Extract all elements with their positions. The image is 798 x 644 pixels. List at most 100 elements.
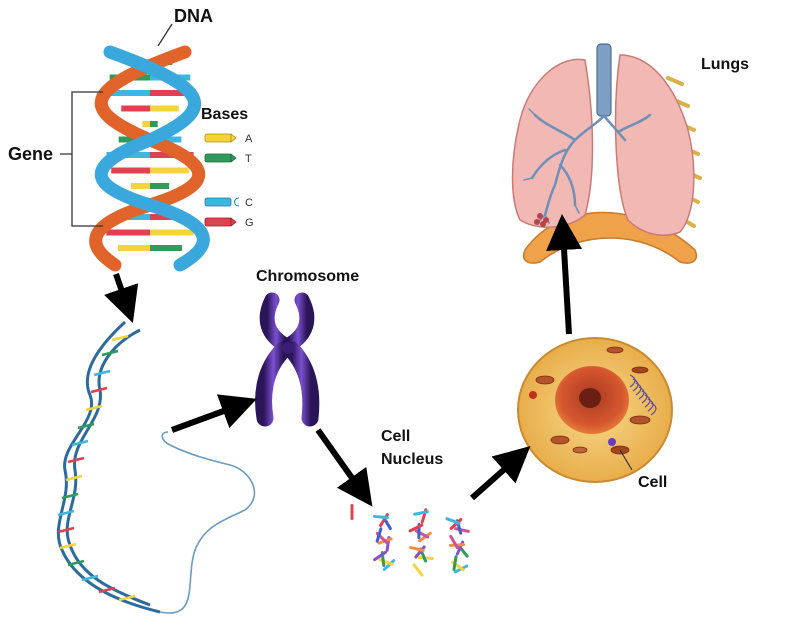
chromosome-arm-top-left [259,292,293,353]
spread-chromosome [452,555,458,571]
label-cell-nucleus-line2: Nucleus [381,451,444,468]
strand-rung [67,559,85,567]
spread-chromosome [350,504,354,520]
lungs [511,43,702,264]
base-chip-a [204,133,232,143]
helix-rung [150,245,182,251]
spread-chromosome [373,514,389,520]
helix-rung [118,245,150,251]
mitochondrion [535,375,555,385]
strand-rung [61,492,79,500]
chromosome-arm-bottom-right [283,341,320,427]
flow-arrows [104,214,583,507]
lung-left [511,58,594,228]
helix-strand-orange [89,45,205,272]
dna-helix [89,45,210,272]
strand-rung [57,509,75,517]
label-bases: Bases [201,106,249,123]
base-letter-a: A [245,133,253,145]
cell-organelles [529,346,657,455]
label-chromosome: Chromosome [256,268,360,285]
mitochondrion [606,346,624,354]
strand-rung [85,404,103,412]
chromosome-spread [350,504,470,577]
mitochondrion [550,435,570,445]
spread-chromosome [412,563,424,577]
spread-chromosome [413,510,429,516]
uncoiled-dna-rungs [57,334,136,602]
helix-rung [106,229,150,236]
helix-rung [111,167,150,174]
er-membrane [650,402,657,416]
strand-rung [59,542,77,550]
base-chip-t [204,153,232,163]
mitochondrion [631,366,649,374]
spread-chromosome [408,523,424,533]
uncoiled-dna-strand [56,320,256,614]
strand-rung [118,594,136,602]
helix-rung [150,167,189,174]
spread-chromosome [445,517,461,525]
helix-rung [150,90,193,96]
chromosome [255,292,320,427]
label-gene: Gene [8,144,54,164]
base-letter-c: C [245,197,253,209]
cell-leader-line [619,449,633,471]
base-letter-g: G [245,217,254,229]
spread-chromosome [418,556,434,560]
strand-rung [67,456,85,464]
arrow-chromosome-to-nucleus [315,428,373,507]
strand-rung [65,474,83,482]
strand-rung [90,386,108,394]
spread-chromosome [373,550,387,562]
arrow-nucleus-to-cell [470,446,531,501]
vesicle [529,391,537,399]
strand-rung [71,439,89,447]
chromosome-arm-top-right [281,292,315,353]
dna-leader-line [157,23,173,47]
helix-rung [150,229,194,236]
helix-strand-blue [95,45,210,272]
helix-rung [130,183,150,189]
gene-bracket [60,91,103,227]
trachea [596,43,612,117]
strand-rung [57,526,75,534]
helix-rung [150,121,158,127]
spread-chromosome [414,545,426,559]
helix-rung [150,105,179,112]
base-chip-g [204,217,232,227]
strand-rung [93,369,111,377]
lung-right [614,54,695,236]
arrow-dna-to-strand [104,273,139,324]
nucleolus [579,388,601,408]
spread-chromosome [449,534,459,550]
spread-chromosome [409,546,425,552]
arrow-strand-to-chromosome [170,394,257,433]
chromosome-arm-bottom-left [255,341,292,427]
dna-thread [159,444,256,614]
label-lungs: Lungs [701,56,749,73]
base-letter-t: T [245,153,252,165]
spread-chromosome [449,518,463,530]
helix-rung [121,105,150,112]
label-cell-nucleus-line1: Cell [381,428,411,445]
centromere [282,342,294,354]
cell [517,337,673,483]
base-chip-c [204,197,232,207]
strand-rung [101,349,119,357]
strand-rung [111,334,129,342]
label-cell: Cell [638,474,668,491]
helix-rung [142,121,150,127]
strand-rung [98,586,116,594]
mitochondrion [572,446,588,454]
spread-chromosome [382,559,396,571]
spread-chromosome [420,508,428,524]
strand-rung [81,574,99,582]
mitochondrion [629,415,651,425]
strand-rung [77,422,95,430]
spread-chromosome [454,527,470,533]
bases-legend [204,133,240,227]
helix-rung [107,90,150,96]
helix-rung [150,183,170,189]
